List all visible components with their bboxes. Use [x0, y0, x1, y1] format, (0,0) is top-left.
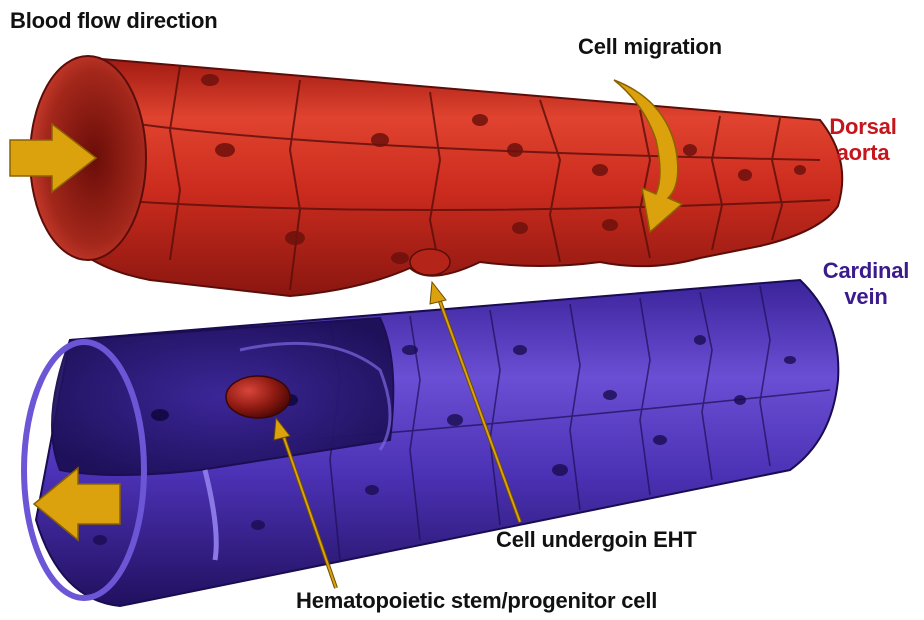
cell-undergoing-eht-label: Cell undergoin EHT [496, 527, 697, 553]
cardinal-vein-label: Cardinal vein [814, 258, 918, 310]
dorsal-aorta-body [66, 58, 842, 296]
cell-migration-label: Cell migration [578, 34, 722, 60]
blood-flow-direction-label: Blood flow direction [10, 8, 217, 34]
cardinal-vein [24, 280, 838, 606]
dorsal-aorta-label-line1: Dorsal [822, 114, 904, 140]
dorsal-aorta-label: Dorsal aorta [822, 114, 904, 166]
dorsal-aorta [30, 56, 842, 296]
cardinal-vein-label-line2: vein [814, 284, 918, 310]
eht-cell-bulge [410, 249, 450, 275]
hspc-cell [226, 376, 290, 418]
dorsal-aorta-label-line2: aorta [822, 140, 904, 166]
hspc-label: Hematopoietic stem/progenitor cell [296, 588, 657, 614]
cardinal-vein-label-line1: Cardinal [814, 258, 918, 284]
